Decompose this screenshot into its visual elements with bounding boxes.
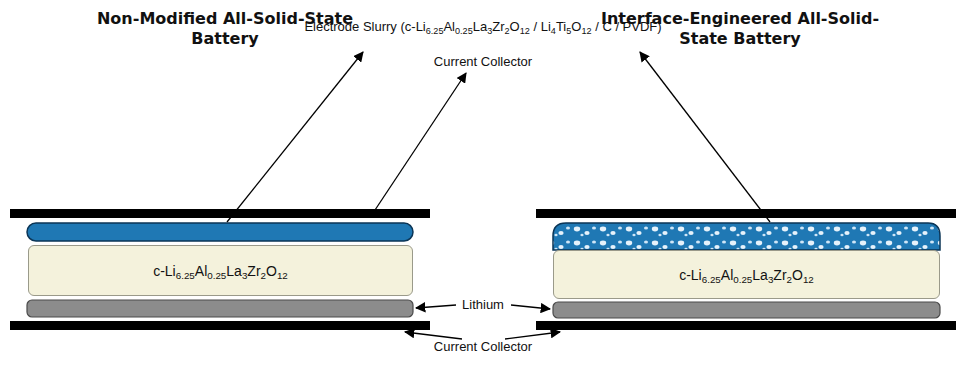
current-collector bbox=[10, 321, 430, 330]
electrolyte-layer: c-Li6.25Al0.25La3Zr2O12 bbox=[553, 250, 940, 299]
leader-arrow bbox=[416, 305, 456, 308]
current-collector-label: Current Collector bbox=[403, 339, 563, 355]
leader-arrow bbox=[375, 73, 466, 210]
electrode-layer bbox=[27, 223, 413, 241]
layer-formula: c-Li6.25Al0.25La3Zr2O12 bbox=[153, 263, 288, 279]
leader-arrow bbox=[227, 52, 363, 222]
leader-arrow bbox=[640, 52, 770, 222]
layer-formula: c-Li6.25Al0.25La3Zr2O12 bbox=[679, 267, 814, 283]
leader-arrow bbox=[405, 332, 462, 339]
current-collector bbox=[536, 321, 956, 330]
electrolyte-layer: c-Li6.25Al0.25La3Zr2O12 bbox=[28, 245, 413, 296]
leader-arrow bbox=[511, 305, 550, 309]
electrode-slurry-label: Electrode Slurry (c-Li6.25Al0.25La3Zr2O1… bbox=[303, 19, 663, 35]
lithium-layer bbox=[27, 300, 413, 317]
current-collector bbox=[10, 209, 430, 218]
lithium-label: Lithium bbox=[453, 297, 513, 313]
lithium-layer bbox=[553, 302, 940, 318]
current-collector-label: Current Collector bbox=[403, 54, 563, 70]
leader-arrow bbox=[505, 332, 560, 339]
interface-electrode-layer bbox=[553, 223, 940, 250]
current-collector bbox=[536, 209, 956, 218]
